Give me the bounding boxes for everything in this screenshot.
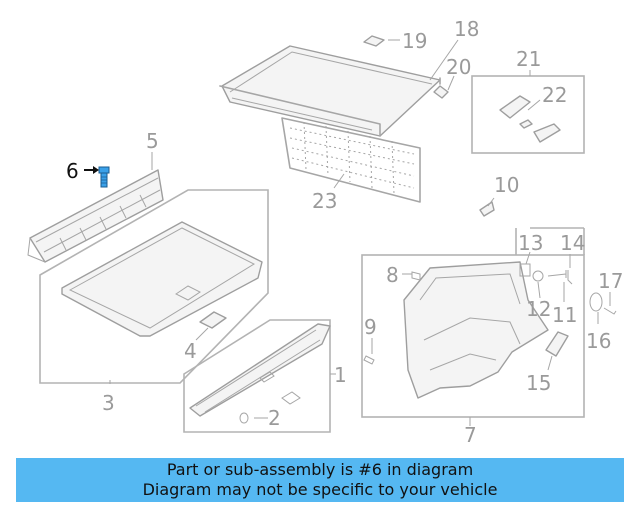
upper-trim-panel-5 [27, 169, 164, 263]
info-banner: Part or sub-assembly is #6 in diagram Di… [16, 458, 624, 502]
callout-11: 11 [552, 303, 577, 327]
bolt-icon [98, 166, 110, 188]
callout-9: 9 [364, 315, 377, 339]
callout-6: 6 [66, 159, 79, 183]
group-box-3 [39, 189, 269, 384]
parts-diagram: 1 2 3 4 5 6 7 8 9 10 11 12 13 14 15 16 1… [27, 17, 623, 447]
floor-panel-3 [61, 221, 263, 337]
callout-13: 13 [518, 231, 543, 255]
cargo-cover-18 [219, 45, 441, 137]
clip-part-19 [363, 35, 385, 47]
clip-part-13 [519, 263, 531, 277]
callout-16: 16 [586, 329, 611, 353]
callout-1: 1 [334, 363, 347, 387]
banner-line-2: Diagram may not be specific to your vehi… [142, 480, 498, 499]
clip-part-9 [363, 355, 375, 365]
clip-part-8 [411, 271, 421, 281]
cap-part-16 [589, 292, 603, 312]
callout-14: 14 [560, 231, 585, 255]
banner-line-1: Part or sub-assembly is #6 in diagram [166, 460, 474, 479]
callout-23: 23 [312, 189, 337, 213]
leader-lines [109, 39, 611, 426]
callout-8: 8 [386, 263, 399, 287]
callout-4: 4 [184, 339, 197, 363]
fastener-part-12 [532, 270, 544, 282]
clip-part-20 [433, 85, 449, 99]
callout-20: 20 [446, 55, 471, 79]
callout-15: 15 [526, 371, 551, 395]
callout-21: 21 [516, 47, 541, 71]
cargo-net-23 [281, 117, 421, 203]
callout-22: 22 [542, 83, 567, 107]
callout-18: 18 [454, 17, 479, 41]
callout-2: 2 [268, 406, 281, 430]
callout-17: 17 [598, 269, 623, 293]
callout-19: 19 [402, 29, 427, 53]
quarter-trim-panel-7 [403, 261, 549, 399]
clip-part-4 [199, 311, 227, 329]
group-box-21 [471, 75, 585, 154]
callout-12: 12 [526, 297, 551, 321]
callout-10: 10 [494, 173, 519, 197]
clip-part-2 [239, 391, 301, 424]
clip-part-14 [567, 270, 573, 285]
bolt-part-11 [547, 270, 567, 278]
callout-3: 3 [102, 391, 115, 415]
hook-parts-22 [499, 95, 561, 143]
callout-7: 7 [464, 423, 477, 447]
bolt-part-17 [603, 307, 617, 315]
group-box-7 [361, 254, 585, 418]
clip-part-10 [479, 201, 495, 217]
sill-trim-1 [189, 323, 331, 417]
cover-part-15 [545, 331, 569, 357]
callout-5: 5 [146, 129, 159, 153]
